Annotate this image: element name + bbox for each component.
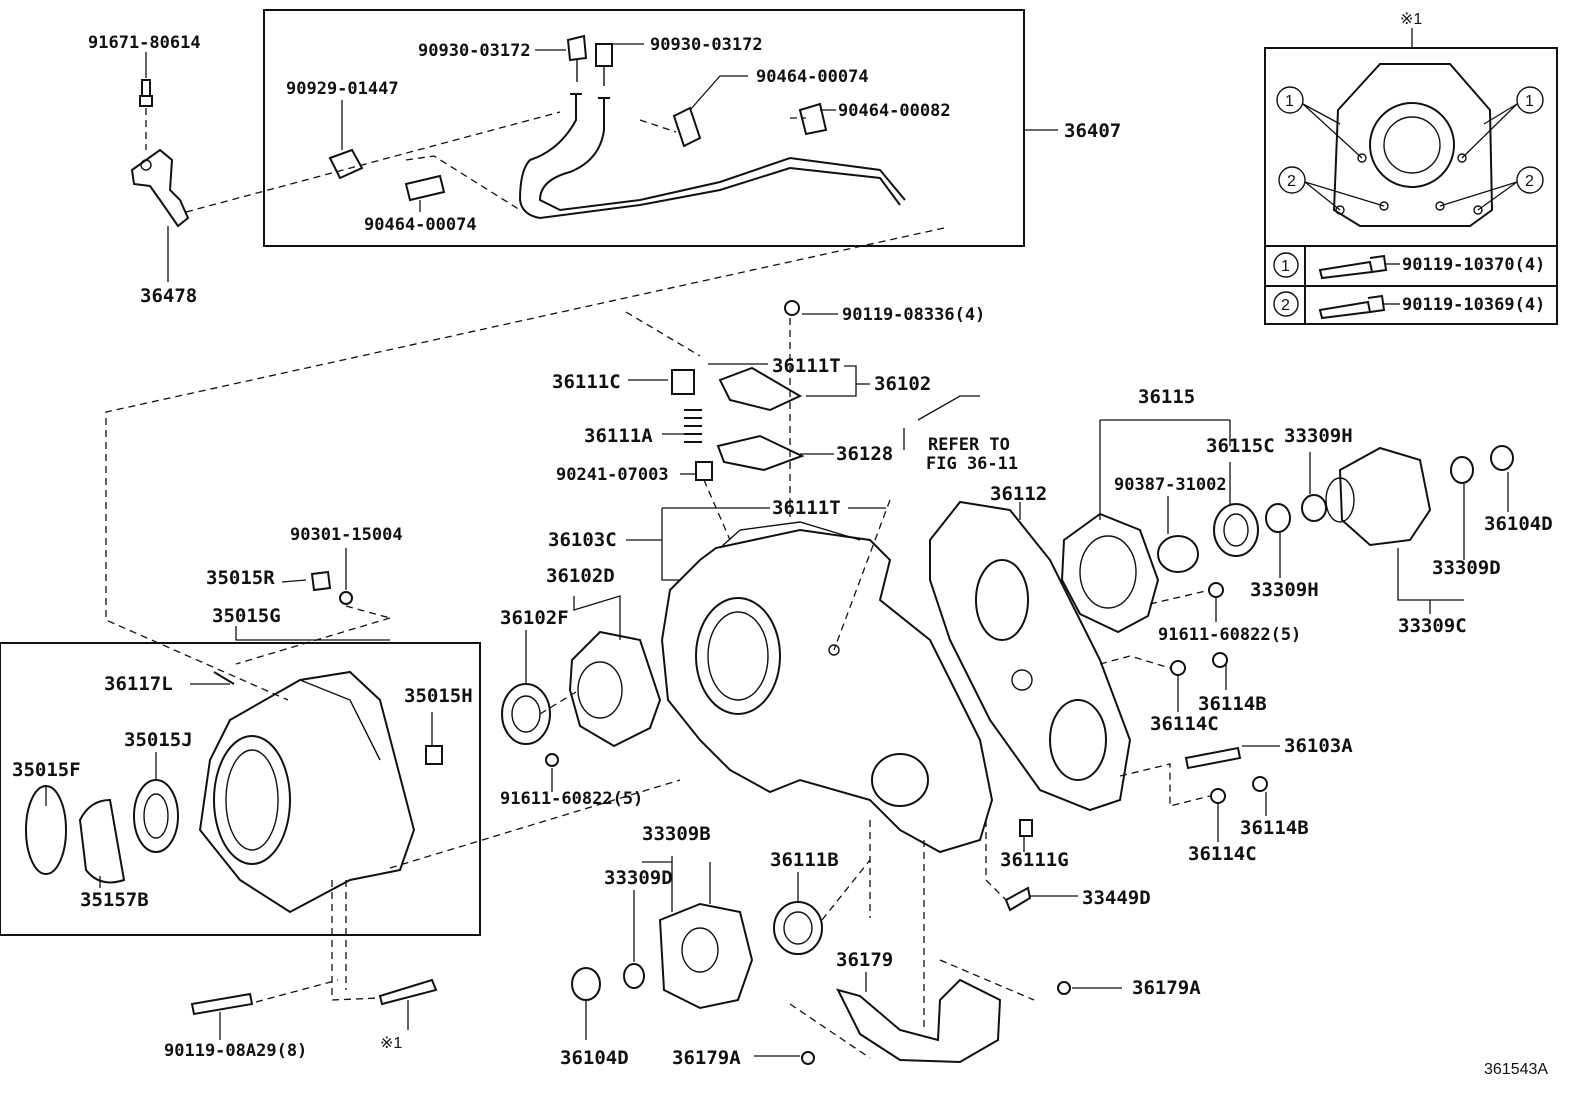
label-36179: 36179 <box>836 949 893 971</box>
label-36103C: 36103C <box>548 529 617 551</box>
label-36478: 36478 <box>140 285 197 307</box>
extension-housing-box <box>0 642 481 936</box>
bracket-36478 <box>130 52 190 282</box>
label-33309H-top: 33309H <box>1284 425 1353 447</box>
label-90464-00074-top: 90464-00074 <box>756 67 869 87</box>
oil-tubes <box>328 34 906 220</box>
tube-box-dash-lines <box>185 111 806 213</box>
rear-output-parts <box>1060 445 1514 634</box>
front-output-parts <box>571 901 823 1010</box>
label-35015F: 35015F <box>12 759 81 781</box>
label-36179A-right: 36179A <box>1132 977 1201 999</box>
label-90930-03172-right: 90930-03172 <box>650 35 763 55</box>
label-35015H: 35015H <box>404 685 473 707</box>
label-33449D: 33449D <box>1082 887 1151 909</box>
label-36104D-bottom: 36104D <box>560 1047 629 1069</box>
label-35015J: 35015J <box>124 729 193 751</box>
label-90929-01447: 90929-01447 <box>286 79 399 99</box>
label-35015G: 35015G <box>212 605 281 627</box>
label-90119-08A29: 90119-08A29(8) <box>164 1041 307 1061</box>
label-fig-ref: FIG 36-11 <box>926 454 1018 474</box>
tube-assembly-box <box>263 9 1025 247</box>
inset-marker-1-left: 1 <box>1285 93 1294 110</box>
extension-housing <box>198 670 416 914</box>
label-36111C: 36111C <box>552 371 621 393</box>
label-35015R: 35015R <box>206 567 275 589</box>
bolts <box>190 300 1268 1065</box>
assembly-dash-lines <box>105 227 1211 1030</box>
label-90930-03172-left: 90930-03172 <box>418 41 531 61</box>
label-90241-07003: 90241-07003 <box>556 465 669 485</box>
diagram-id: 361543A <box>1484 1061 1548 1078</box>
label-36115C: 36115C <box>1206 435 1275 457</box>
label-36102F: 36102F <box>500 607 569 629</box>
inset-title: ※1 <box>1400 11 1422 28</box>
label-91671-80614: 91671-80614 <box>88 33 201 53</box>
label-36102: 36102 <box>874 373 931 395</box>
label-36111T-mid: 36111T <box>772 497 841 519</box>
inset-row-part-2: 90119-10369(4) <box>1402 295 1545 315</box>
inset-row-marker-1: 1 <box>1281 258 1290 275</box>
label-36111G: 36111G <box>1000 849 1069 871</box>
label-90119-08336: 90119-08336(4) <box>842 305 985 325</box>
label-36112: 36112 <box>990 483 1047 505</box>
label-36111A: 36111A <box>584 425 653 447</box>
label-refer-to: REFER TO <box>928 435 1010 455</box>
leader-lines <box>45 313 1509 1057</box>
label-36102D: 36102D <box>546 565 615 587</box>
label-90464-00082: 90464-00082 <box>838 101 951 121</box>
label-36128: 36128 <box>836 443 893 465</box>
transfer-case-housing <box>660 521 994 854</box>
label-90387-31002: 90387-31002 <box>1114 475 1227 495</box>
label-36103A: 36103A <box>1284 735 1353 757</box>
label-36111B: 36111B <box>770 849 839 871</box>
label-90464-00074-bottom: 90464-00074 <box>364 215 477 235</box>
label-36117L: 36117L <box>104 673 173 695</box>
inset-row-marker-2: 2 <box>1281 297 1290 314</box>
rear-cover-36112 <box>929 500 1132 812</box>
top-leader-lines <box>341 43 836 212</box>
label-36114C-lower: 36114C <box>1188 843 1257 865</box>
inset-row-part-1: 90119-10370(4) <box>1402 255 1545 275</box>
label-36114B-lower: 36114B <box>1240 817 1309 839</box>
label-90301-15004: 90301-15004 <box>290 525 403 545</box>
label-36114C-upper: 36114C <box>1150 713 1219 735</box>
label-36114B-upper: 36114B <box>1198 693 1267 715</box>
label-36115: 36115 <box>1138 386 1195 408</box>
label-33309C: 33309C <box>1398 615 1467 637</box>
inset-marker-2-left: 2 <box>1287 173 1296 190</box>
label-36111T-top: 36111T <box>772 355 841 377</box>
label-36407: 36407 <box>1064 120 1121 142</box>
label-36104D-top: 36104D <box>1484 513 1553 535</box>
inset-marker-1-right: 1 <box>1525 93 1534 110</box>
label-33309D-bottom: 33309D <box>604 867 673 889</box>
inset-marker-2-right: 2 <box>1525 173 1534 190</box>
label-33309H-bottom: 33309H <box>1250 579 1319 601</box>
part-labels: 91671-80614 36478 90929-01447 90930-0317… <box>12 11 1553 1078</box>
inset-reference-box <box>1264 28 1558 325</box>
label-33309D-top: 33309D <box>1432 557 1501 579</box>
skid-bracket-36179 <box>789 959 1035 1064</box>
label-ref1-bottom: ※1 <box>380 1035 402 1052</box>
label-91611-60822-left: 91611-60822(5) <box>500 789 643 809</box>
label-35157B: 35157B <box>80 889 149 911</box>
label-91611-60822-right: 91611-60822(5) <box>1158 625 1301 645</box>
label-33309B: 33309B <box>642 823 711 845</box>
label-36179A-left: 36179A <box>672 1047 741 1069</box>
